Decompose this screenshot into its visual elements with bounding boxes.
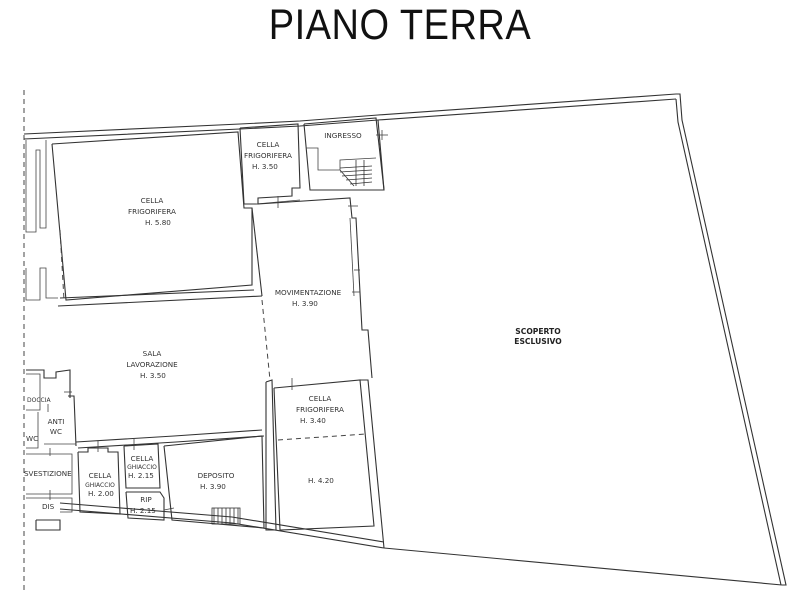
room-height: H. 2.15: [130, 506, 156, 515]
room-label: CELLA: [257, 140, 280, 149]
room-cella-frigorifera-lower: CELLA FRIGORIFERA H. 3.40 H. 4.20: [265, 378, 385, 549]
room-cella-ghiaccio-2: CELLA GHIACCIO H. 2.15: [123, 438, 161, 489]
area-label: SCOPERTO: [515, 327, 561, 336]
room-label: GHIACCIO: [85, 482, 115, 489]
room-height: H. 3.40: [300, 416, 326, 425]
room-height: H. 4.20: [308, 476, 334, 485]
room-height: H. 5.80: [145, 218, 171, 227]
area-label: ESCLUSIVO: [514, 337, 562, 346]
stairs-icon: [211, 507, 241, 525]
room-label: ANTI: [48, 417, 65, 426]
room-label: CELLA: [309, 394, 332, 403]
room-height: H. 3.90: [292, 299, 318, 308]
room-bathroom-block: DOCCIA ANTI WC WC: [26, 369, 77, 456]
room-cella-frigorifera-large: CELLA FRIGORIFERA H. 5.80: [25, 131, 263, 307]
room-height: H. 2.15: [128, 471, 154, 480]
room-label: FRIGORIFERA: [296, 405, 344, 414]
room-label: FRIGORIFERA: [128, 207, 176, 216]
room-label: CELLA: [131, 454, 154, 463]
room-label: CELLA: [89, 471, 112, 480]
room-ingresso: INGRESSO: [303, 117, 388, 191]
room-label: LAVORAZIONE: [126, 360, 178, 369]
stairs-icon: [339, 160, 373, 187]
room-label: WC: [26, 434, 38, 443]
room-height: H. 3.50: [252, 162, 278, 171]
room-label: DEPOSITO: [198, 471, 235, 480]
room-label: CELLA: [141, 196, 164, 205]
room-cella-frigorifera-small: CELLA FRIGORIFERA H. 3.50: [239, 123, 301, 208]
room-label: RIP: [140, 495, 152, 504]
room-label: FRIGORIFERA: [244, 151, 292, 160]
room-rip: RIP H. 2.15: [125, 491, 175, 521]
room-label: GHIACCIO: [127, 464, 157, 471]
room-height: H. 3.50: [140, 371, 166, 380]
room-label: SALA: [143, 349, 162, 358]
room-label: INGRESSO: [324, 131, 362, 140]
room-label: MOVIMENTAZIONE: [275, 288, 342, 297]
room-height: H. 2.00: [88, 489, 114, 498]
room-movimentazione: MOVIMENTAZIONE H. 3.90: [251, 197, 373, 381]
room-label: DIS: [42, 502, 55, 511]
plan-title: PIANO TERRA: [268, 2, 532, 50]
area-scoperto-esclusivo: SCOPERTO ESCLUSIVO: [377, 119, 562, 346]
room-label: WC: [50, 427, 62, 436]
room-svestizione: SVESTIZIONE DIS: [24, 453, 73, 513]
room-deposito: DEPOSITO H. 3.90: [163, 435, 265, 529]
room-height: H. 3.90: [200, 482, 226, 491]
outer-walls: [23, 93, 787, 586]
room-label: DOCCIA: [27, 397, 51, 404]
room-label: SVESTIZIONE: [24, 469, 72, 478]
room-cella-ghiaccio-1: CELLA GHIACCIO H. 2.00: [77, 440, 121, 515]
room-sala-lavorazione: SALA LAVORAZIONE H. 3.50: [75, 349, 265, 449]
